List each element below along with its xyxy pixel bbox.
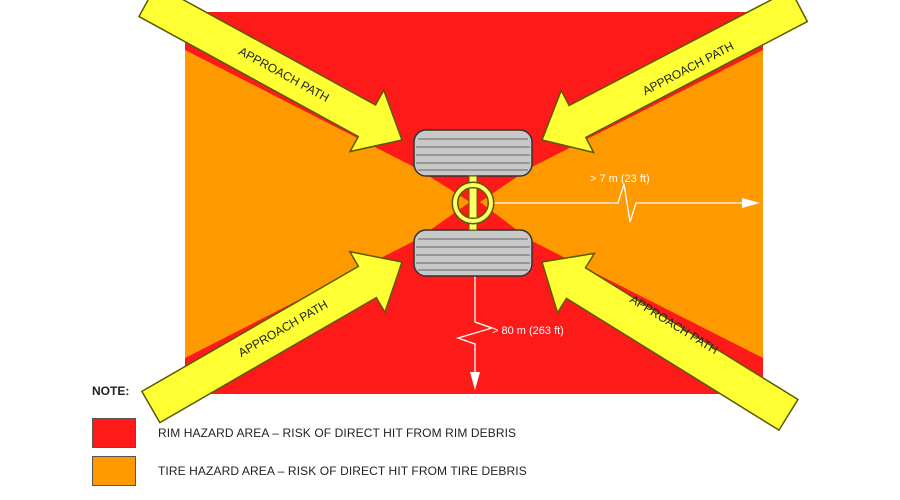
tire-top bbox=[413, 129, 533, 177]
tire-hazard-label: TIRE HAZARD AREA – RISK OF DIRECT HIT FR… bbox=[158, 464, 527, 478]
tire-hazard-area-right bbox=[480, 50, 763, 358]
rim-hazard-swatch bbox=[92, 418, 136, 448]
rear-distance-arrowhead bbox=[470, 372, 480, 390]
tire-hazard-area-left bbox=[185, 50, 470, 358]
legend-title: NOTE: bbox=[92, 384, 130, 398]
side-distance-line bbox=[490, 183, 745, 223]
legend-item-tire-hazard: TIRE HAZARD AREA – RISK OF DIRECT HIT FR… bbox=[92, 456, 527, 486]
rear-distance-line bbox=[455, 270, 495, 372]
legend-item-rim-hazard: RIM HAZARD AREA – RISK OF DIRECT HIT FRO… bbox=[92, 418, 516, 448]
side-distance-arrowhead bbox=[742, 198, 760, 208]
rim-hazard-label: RIM HAZARD AREA – RISK OF DIRECT HIT FRO… bbox=[158, 426, 517, 440]
approach-arrow-bottom-right bbox=[541, 252, 799, 432]
rear-distance-label: > 80 m (263 ft) bbox=[492, 325, 564, 337]
tire-hazard-swatch bbox=[92, 456, 136, 486]
side-distance-label: > 7 m (23 ft) bbox=[590, 173, 650, 185]
axle-hub bbox=[451, 175, 495, 231]
tire-bottom bbox=[413, 229, 533, 277]
approach-arrow-top-right bbox=[540, 0, 809, 154]
approach-arrow-bottom-left bbox=[140, 250, 403, 424]
approach-arrow-top-left bbox=[137, 0, 403, 153]
